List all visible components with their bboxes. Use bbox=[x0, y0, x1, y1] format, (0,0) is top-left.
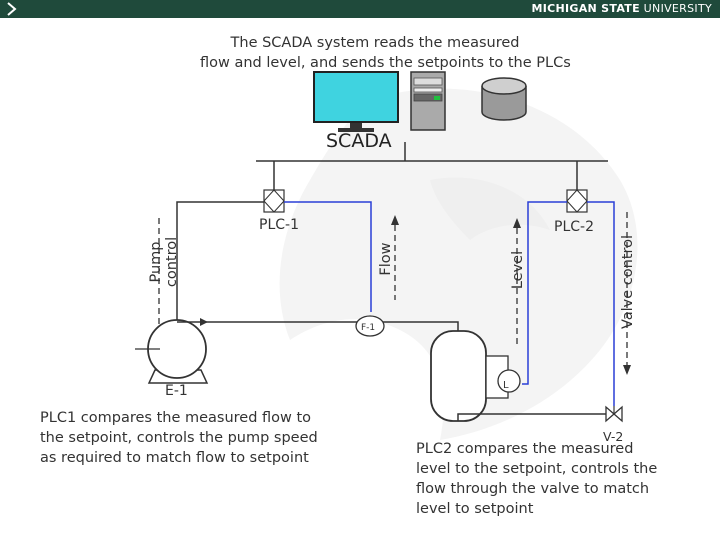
plc2-caption-line4: level to setpoint bbox=[416, 501, 534, 517]
flow-signal-line bbox=[284, 201, 372, 312]
level-sensor-label: L bbox=[503, 380, 509, 391]
university-brand: MICHIGAN STATE UNIVERSITY bbox=[531, 2, 712, 15]
tank-outlet-pipe bbox=[457, 413, 606, 421]
level-sensor-icon bbox=[485, 355, 521, 399]
pump-control-label-line2: control bbox=[164, 236, 180, 288]
plc2-caption-line3: flow through the valve to match bbox=[416, 481, 650, 497]
plc2-caption-line2: level to the setpoint, controls the bbox=[416, 461, 658, 477]
valve-icon bbox=[605, 405, 623, 423]
plc2-block bbox=[566, 189, 588, 213]
plc1-block bbox=[263, 189, 285, 213]
database-icon bbox=[481, 77, 527, 121]
valve-control-line bbox=[587, 201, 615, 406]
pump-control-label: Pump control bbox=[148, 222, 180, 302]
level-signal-line bbox=[522, 201, 567, 385]
plc1-caption-line2: the setpoint, controls the pump speed bbox=[40, 430, 318, 446]
plc1-caption-line3: as required to match flow to setpoint bbox=[40, 450, 309, 466]
scada-caption-line2: flow and level, and sends the setpoints … bbox=[200, 55, 571, 71]
level-arrow bbox=[513, 218, 521, 345]
level-label: Level bbox=[510, 250, 526, 290]
header-bar: MICHIGAN STATE UNIVERSITY bbox=[0, 0, 720, 18]
pump-control-label-line1: Pump bbox=[148, 241, 164, 283]
valve-v2-label: V-2 bbox=[603, 429, 624, 444]
plc2-caption: PLC2 compares the measured level to the … bbox=[416, 439, 657, 519]
flow-meter-f1-label: F-1 bbox=[361, 323, 376, 333]
plc1-label: PLC-1 bbox=[259, 217, 299, 233]
spartan-watermark bbox=[279, 88, 638, 440]
monitor-icon bbox=[313, 71, 399, 132]
valve-control-label: Valve control bbox=[620, 234, 636, 330]
plc1-caption: PLC1 compares the measured flow to the s… bbox=[40, 408, 318, 468]
flow-meter-f1 bbox=[355, 315, 385, 337]
tank-icon bbox=[430, 330, 487, 422]
scada-label: SCADA bbox=[326, 130, 392, 152]
pump-icon bbox=[135, 319, 209, 384]
plc2-label: PLC-2 bbox=[554, 219, 594, 235]
plc2-caption-line1: PLC2 compares the measured bbox=[416, 441, 634, 457]
brand-light: UNIVERSITY bbox=[639, 2, 712, 15]
pump-discharge-pipe bbox=[201, 321, 459, 334]
scada-caption: The SCADA system reads the measured flow… bbox=[200, 33, 571, 73]
pump-control-line bbox=[176, 201, 264, 352]
chevron-right-icon[interactable] bbox=[5, 1, 19, 17]
flow-arrow bbox=[391, 215, 399, 300]
valve-control-arrow bbox=[623, 212, 631, 375]
flow-label: Flow bbox=[378, 242, 394, 276]
server-icon bbox=[410, 71, 446, 131]
pump-e1-label: E-1 bbox=[165, 383, 188, 399]
brand-bold: MICHIGAN STATE bbox=[531, 2, 640, 15]
plc1-caption-line1: PLC1 compares the measured flow to bbox=[40, 410, 312, 426]
scada-caption-line1: The SCADA system reads the measured bbox=[230, 35, 520, 51]
